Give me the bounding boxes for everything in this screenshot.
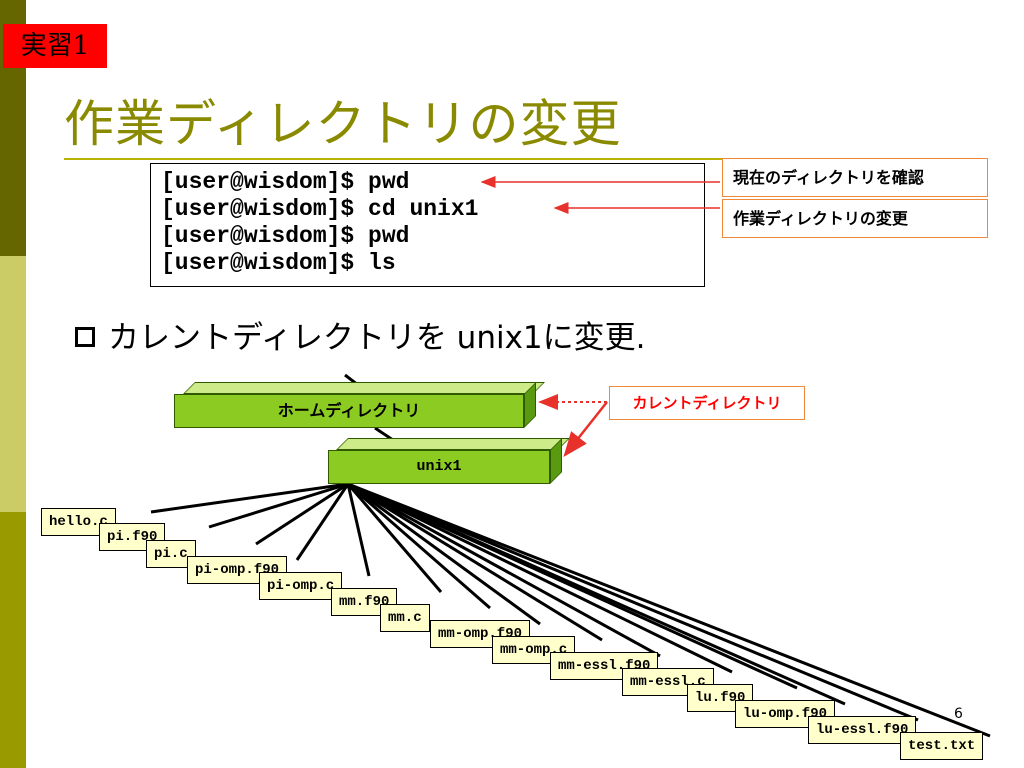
unix1-directory-box: unix1 [328,450,550,484]
terminal-box: [user@wisdom]$ pwd [user@wisdom]$ cd uni… [150,163,705,287]
left-bar-light [0,256,26,512]
terminal-line: [user@wisdom]$ pwd [161,223,410,249]
connector-line [347,482,491,610]
home-box-top [183,382,545,394]
connector-line [347,482,541,626]
connector-line [150,482,349,514]
connector-line [347,482,991,738]
pwd-note: 現在のディレクトリを確認 [722,158,988,197]
file-mm-essl-c: mm-essl.c [622,668,714,696]
terminal-line: [user@wisdom]$ ls [161,250,396,276]
home-directory-box: ホームディレクトリ [174,394,524,428]
title-divider [64,158,964,160]
terminal-line: [user@wisdom]$ cd unix1 [161,196,479,222]
connector-line [347,482,733,674]
bullet-text: カレントディレクトリを unix1に変更. [108,320,646,356]
current-directory-label: カレントディレクトリ [609,386,805,420]
file-mm-f90: mm.f90 [331,588,398,616]
connector-line [347,482,846,706]
unix1-box-top [336,438,570,450]
file-pi-omp-c: pi-omp.c [259,572,343,600]
page-number: 6 [954,706,963,722]
connector-line [255,482,349,546]
exercise-badge: 実習1 [3,24,107,68]
cd-note: 作業ディレクトリの変更 [722,199,988,238]
connector-line [346,483,371,577]
bullet-square-icon [75,327,95,347]
connector-line [347,482,603,642]
file-lu-omp-f90: lu-omp.f90 [735,700,836,728]
connector-line [346,483,443,593]
file-pi-omp-f90: pi-omp.f90 [187,556,288,584]
file-mm-c: mm.c [380,604,430,632]
connector-line [347,482,919,722]
connector-line [208,482,349,529]
file-lu-essl-f90: lu-essl.f90 [808,716,917,744]
connector-line [347,482,661,658]
file-test-txt: test.txt [900,732,984,760]
terminal-line: [user@wisdom]$ pwd [161,169,410,195]
slide-title: 作業ディレクトリの変更 [64,95,622,153]
current-arrow [563,401,608,457]
connector-line [295,483,350,561]
left-bar-mid [0,512,26,768]
